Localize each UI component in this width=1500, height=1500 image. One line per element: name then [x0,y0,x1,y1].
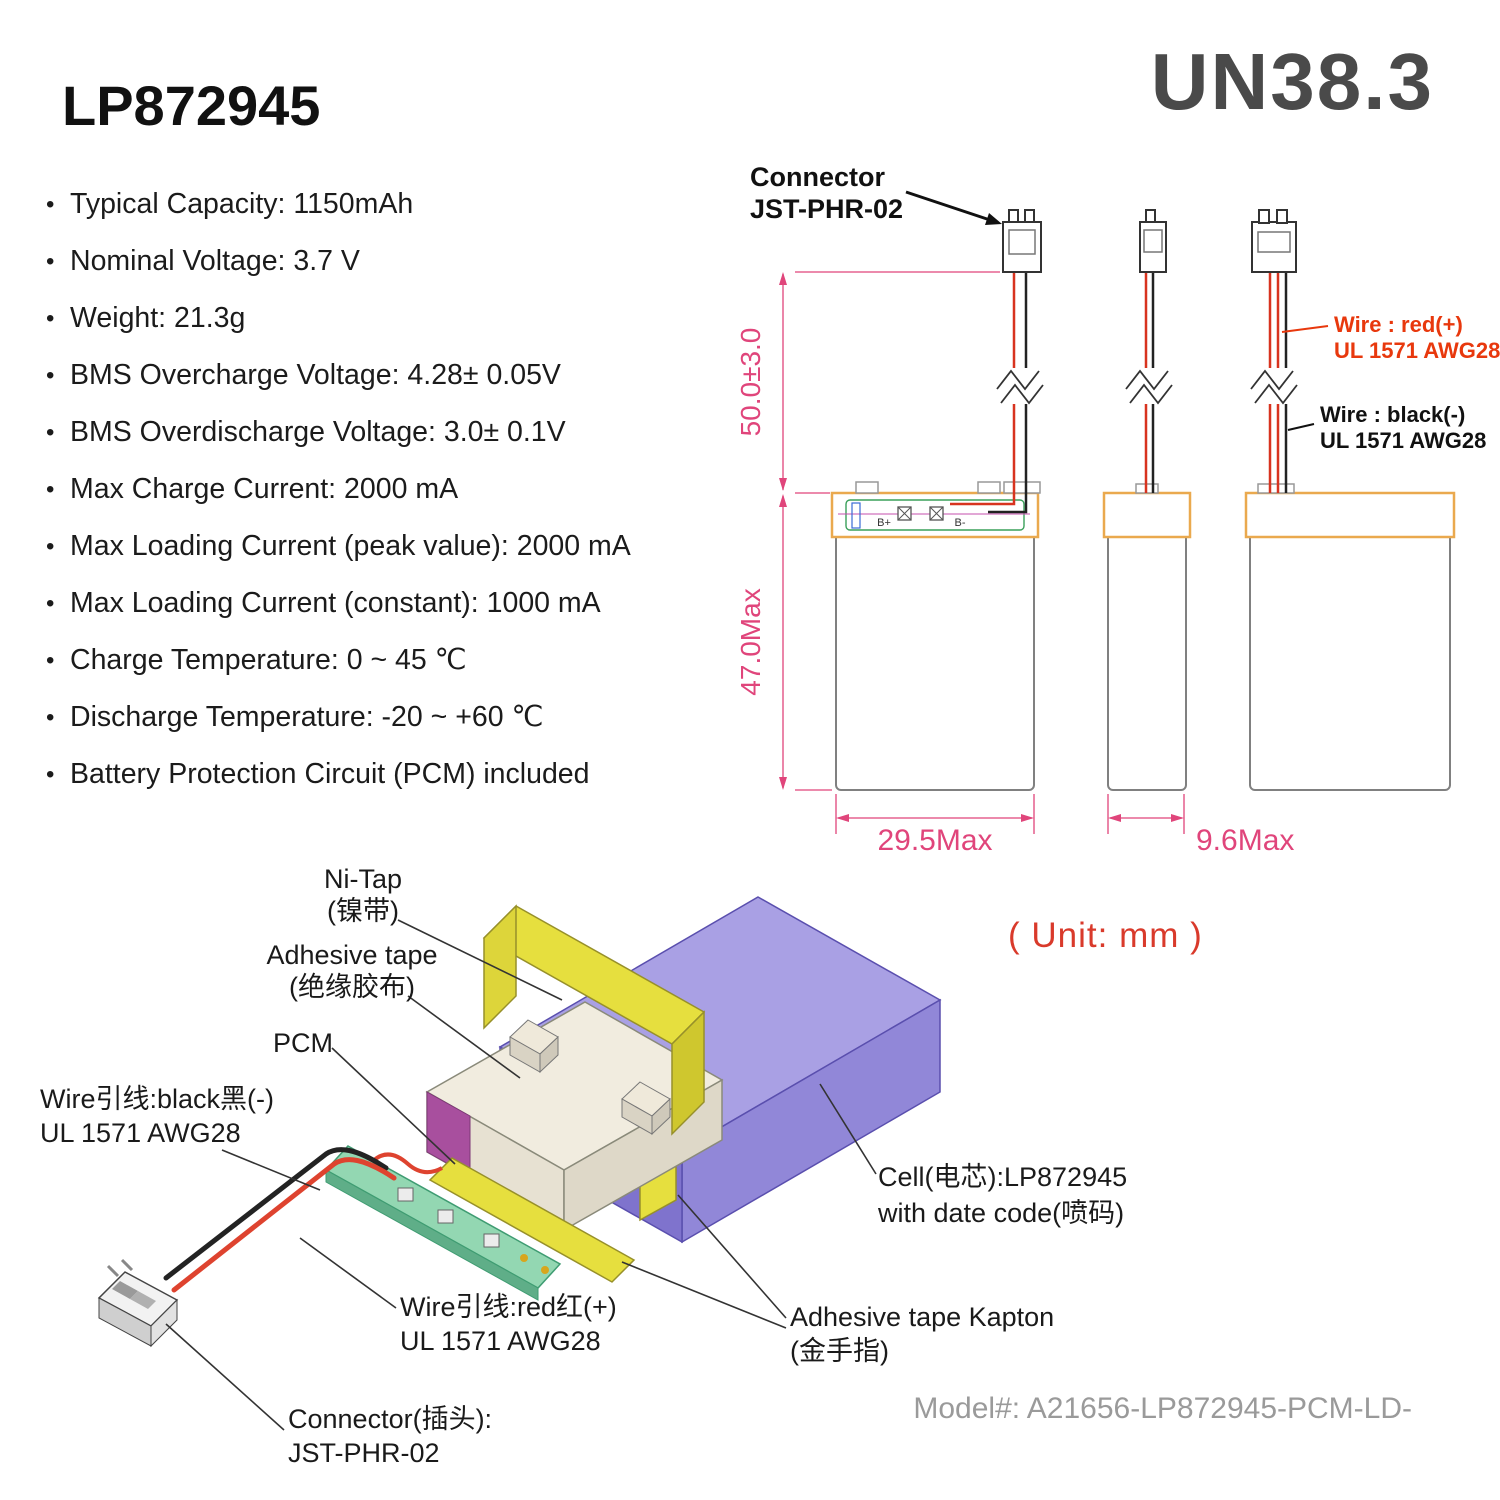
red-wire [950,270,1016,506]
connector-label-1: Connector(插头): [288,1404,492,1434]
exploded-view: Ni-Tap (镍带) Adhesive tape (绝缘胶布) PCM Wir… [40,864,1127,1468]
ni-tap-block-2 [621,1081,671,1136]
page-title: LP872945 [62,74,321,137]
wire-black-label-2: UL 1571 AWG28 [40,1118,241,1148]
lead-wire-red [171,1157,397,1293]
kapton-label-1: Adhesive tape Kapton [790,1302,1054,1332]
spec-item-charge-temp: Charge Temperature: 0 ~ 45 ℃ [46,632,631,689]
cell-label-2: with date code(喷码) [877,1198,1124,1228]
connector-leader-arrowhead [985,213,1002,225]
ni-tap-label-2: (镍带) [327,896,399,926]
connector-label-1: Connector [750,162,885,192]
adhesive-tape-arch [482,904,706,1136]
jst-connector [1002,209,1042,273]
battery-side-view [1102,209,1192,791]
adhesive-tape-label-2: (绝缘胶布) [289,972,415,1002]
ni-tap-block-1 [509,1019,559,1074]
adhesive-tape-label-1: Adhesive tape [266,940,437,970]
spec-item-max-charge-current: Max Charge Current: 2000 mA [46,461,631,518]
spec-item-voltage: Nominal Voltage: 3.7 V [46,233,631,290]
dim-height: 47.0Max [735,588,766,695]
spec-item-max-loading-constant: Max Loading Current (constant): 1000 mA [46,575,631,632]
wire-black-label-1: Wire引线:black黑(-) [40,1084,274,1114]
callout-leader-lines [165,919,877,1431]
pcm-band-side [1102,491,1192,539]
dim-wire-length: 50.0±3.0 [735,328,766,437]
dim-thickness: 9.6Max [1196,824,1294,857]
model-number: Model#: A21656-LP872945-PCM-LD- [913,1392,1412,1425]
connector-label-2: JST-PHR-02 [288,1438,440,1468]
dimension-arrowheads [779,272,1184,822]
battery-back-view: Wire : red(+) UL 1571 AWG28 Wire : black… [1244,209,1500,791]
lead-wire-black [163,1147,389,1281]
wire-black-label-1: Wire : black(-) [1320,402,1465,427]
red-wire-leader [1281,325,1329,333]
spec-list: Typical Capacity: 1150mAh Nominal Voltag… [46,176,631,803]
wire-red-label-2: UL 1571 AWG28 [400,1326,601,1356]
battery-front-view: B+ B- [830,209,1050,791]
unit-note: ( Unit: mm ) [1008,916,1203,955]
jumper-wire-red [370,1152,443,1175]
wire-red-label-2: UL 1571 AWG28 [1334,338,1500,363]
pcm-board [324,1145,562,1301]
jst-connector-3d [97,1258,179,1348]
spec-item-capacity: Typical Capacity: 1150mAh [46,176,631,233]
connector-leader-line [905,190,991,222]
pcm-label: PCM [273,1028,333,1058]
wire-break-symbol [995,368,1050,405]
kapton-label-2: (金手指) [790,1336,889,1366]
dimension-lines [782,271,1185,834]
spec-item-max-loading-peak: Max Loading Current (peak value): 2000 m… [46,518,631,575]
cell-label-1: Cell(电芯):LP872945 [878,1162,1127,1192]
wire-break-symbol [1249,368,1307,405]
jst-connector-side [1139,209,1167,273]
black-wire-leader [1287,423,1315,431]
wire-black-label-2: UL 1571 AWG28 [1320,428,1486,453]
kapton-tape-strip-long [428,1157,636,1283]
connector-callout: Connector JST-PHR-02 [750,162,1002,225]
battery-body [835,494,1035,791]
spec-item-discharge-temp: Discharge Temperature: -20 ~ +60 ℃ [46,689,631,746]
pcm-band-back [1244,491,1456,539]
battery-body-side [1107,494,1187,791]
spec-item-overdischarge: BMS Overdischarge Voltage: 3.0± 0.1V [46,404,631,461]
black-wire [988,270,1028,514]
ni-tap-label-1: Ni-Tap [324,864,402,894]
pad-b-plus: B+ [877,517,891,529]
un383-certification-mark: UN38.3 [1150,37,1434,126]
wire-break-symbol [1124,368,1176,405]
dim-width: 29.5Max [877,824,992,857]
connector-label-2: JST-PHR-02 [750,194,903,224]
spec-item-weight: Weight: 21.3g [46,290,631,347]
jst-connector-back [1251,209,1297,273]
wire-red-label-1: Wire : red(+) [1334,312,1463,337]
wire-red-label-1: Wire引线:red红(+) [400,1292,617,1322]
spec-item-overcharge: BMS Overcharge Voltage: 4.28± 0.05V [46,347,631,404]
battery-body-back [1249,494,1451,791]
spec-item-pcm-included: Battery Protection Circuit (PCM) include… [46,746,631,803]
pad-b-minus: B- [955,517,966,529]
